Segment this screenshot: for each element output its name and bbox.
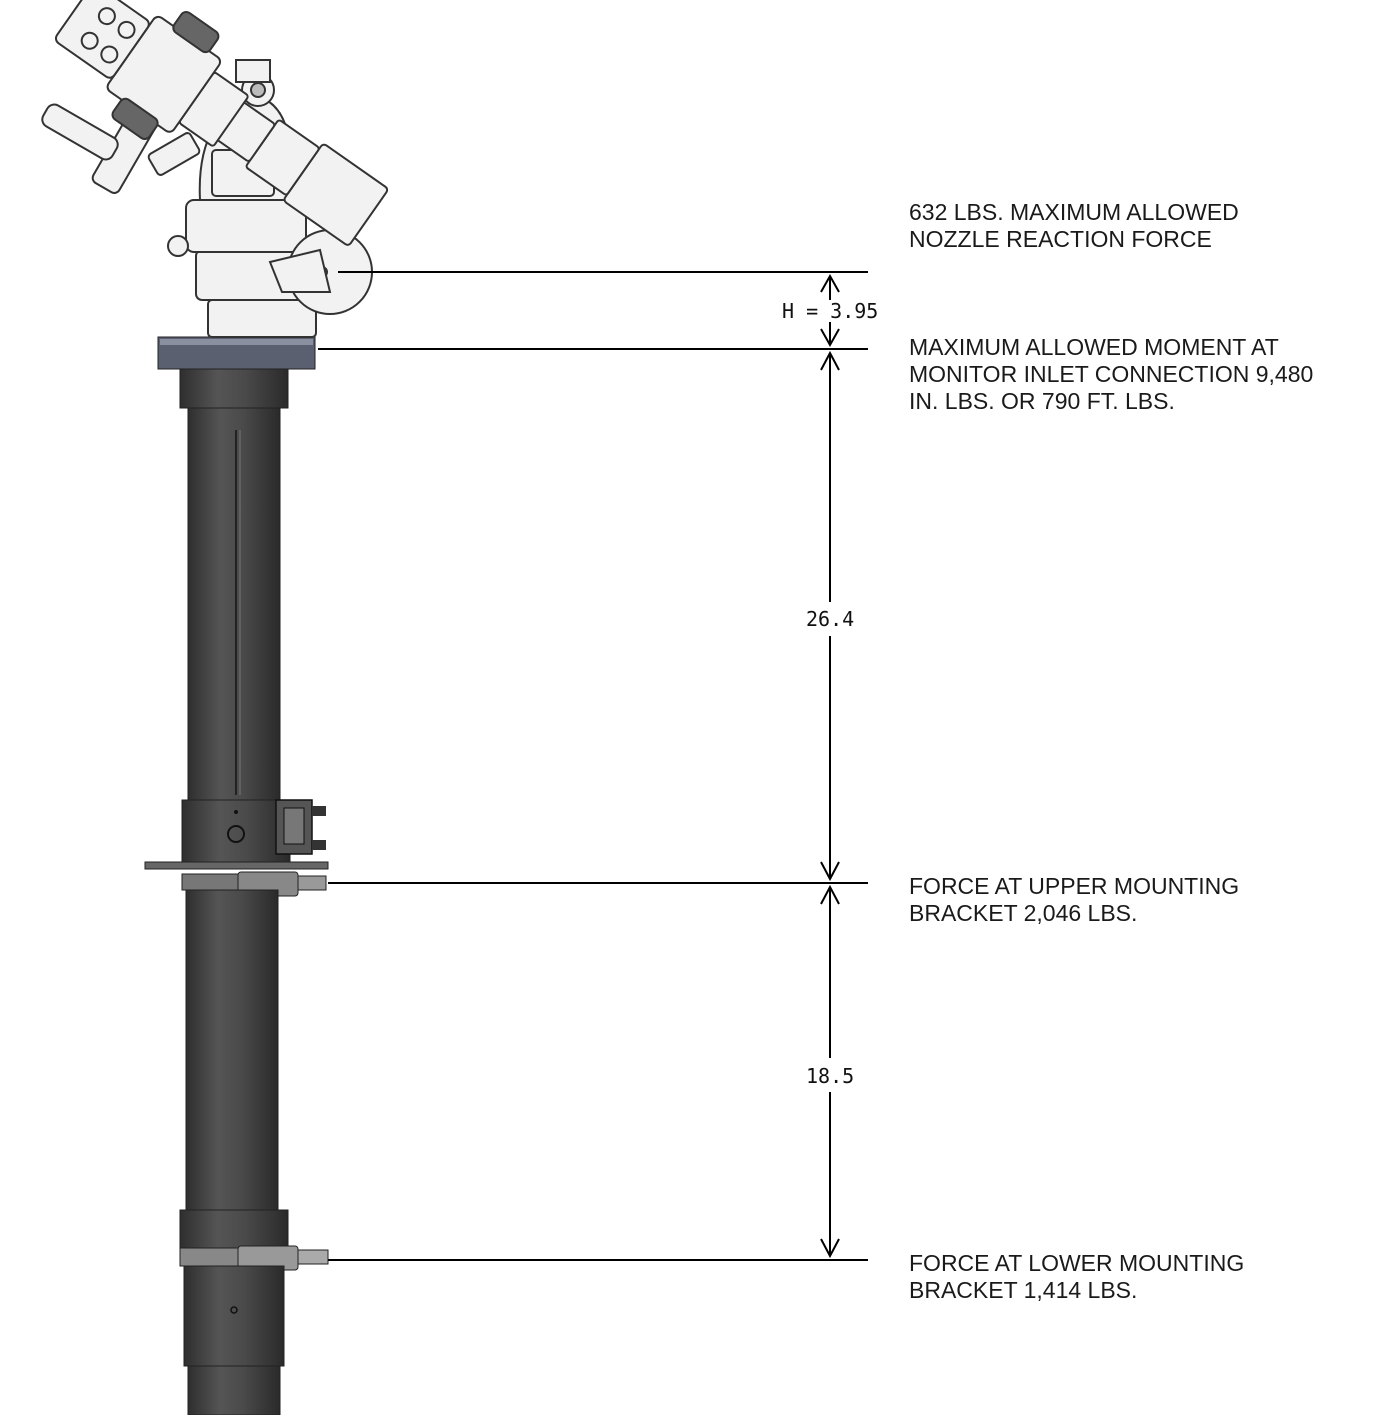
callout-lower-bracket: FORCE AT LOWER MOUNTING BRACKET 1,414 LB… [909,1250,1244,1304]
upper-bracket-plate [144,861,329,870]
riser-pipe [144,367,329,1415]
callout-line: MAXIMUM ALLOWED MOMENT AT [909,334,1279,360]
callout-nozzle-force: 632 LBS. MAXIMUM ALLOWED NOZZLE REACTION… [909,199,1239,253]
pipe-port [227,825,245,843]
pipe-bottom-section [183,1265,285,1367]
callout-upper-bracket: FORCE AT UPPER MOUNTING BRACKET 2,046 LB… [909,873,1239,927]
dim-lower-span-label: 18.5 [806,1064,854,1088]
monitor-head [41,0,389,338]
callout-line: FORCE AT LOWER MOUNTING [909,1250,1245,1276]
callout-moment: MAXIMUM ALLOWED MOMENT AT MONITOR INLET … [909,334,1313,415]
dim-upper-span-label: 26.4 [806,607,854,631]
callout-line: BRACKET 2,046 LBS. [909,900,1138,926]
callout-line: MONITOR INLET CONNECTION 9,480 [909,361,1314,387]
callout-line: 632 LBS. MAXIMUM ALLOWED [909,199,1239,225]
callout-line: FORCE AT UPPER MOUNTING [909,873,1240,899]
pipe-upper-section [187,407,281,801]
dim-h-label: H = 3.95 [782,299,878,323]
callout-line: NOZZLE REACTION FORCE [909,226,1212,252]
dimension-lines [318,271,868,1261]
pipe-lower-section [185,889,279,1211]
pipe-lower-collar [179,1209,289,1251]
pipe-upper-collar [179,367,289,409]
callout-line: BRACKET 1,414 LBS. [909,1277,1138,1303]
callout-line: IN. LBS. OR 790 FT. LBS. [909,388,1175,414]
